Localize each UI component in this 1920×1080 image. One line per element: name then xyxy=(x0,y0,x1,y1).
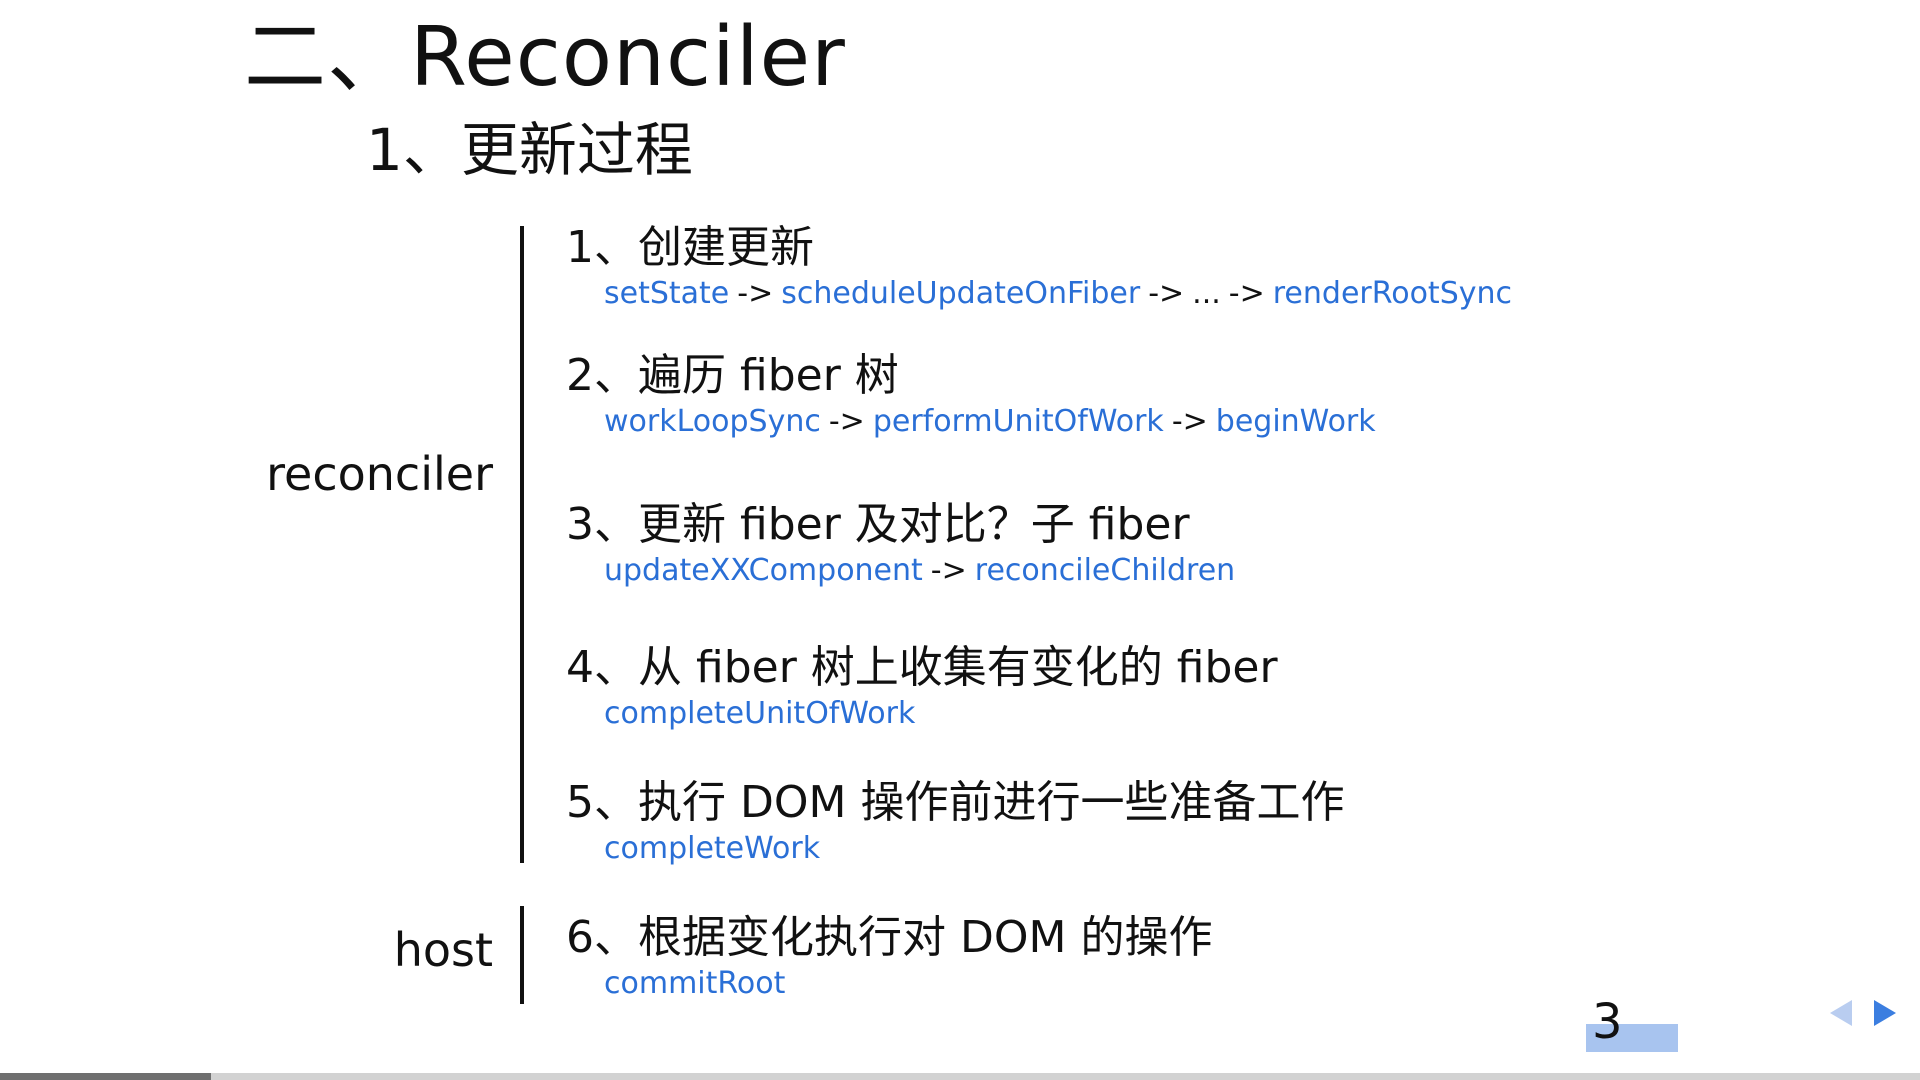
step-5: 5、执行 DOM 操作前进行一些准备工作 completeWork xyxy=(566,777,1344,867)
function-name: beginWork xyxy=(1215,404,1376,439)
function-name: scheduleUpdateOnFiber xyxy=(781,276,1141,311)
step-1: 1、创建更新 setState->scheduleUpdateOnFiber->… xyxy=(566,222,1512,312)
ellipsis: ... xyxy=(1192,276,1221,311)
arrow: -> xyxy=(1171,404,1208,439)
step-heading: 3、更新 fiber 及对比？子 fiber xyxy=(566,499,1190,550)
function-name: completeWork xyxy=(604,831,821,866)
function-name: renderRootSync xyxy=(1272,276,1513,311)
arrow: -> xyxy=(828,404,865,439)
slide-progress-bar xyxy=(0,1073,1920,1080)
function-name: commitRoot xyxy=(604,966,786,1001)
page-number: 3 xyxy=(1592,994,1623,1050)
step-heading: 5、执行 DOM 操作前进行一些准备工作 xyxy=(566,777,1345,828)
slide-subtitle: 1、更新过程 xyxy=(366,116,693,184)
step-heading: 6、根据变化执行对 DOM 的操作 xyxy=(566,912,1213,963)
step-heading: 2、遍历 fiber 树 xyxy=(566,350,899,401)
step-call-chain: completeUnitOfWork xyxy=(604,696,1278,732)
step-call-chain: completeWork xyxy=(604,831,1344,867)
triangle-left-icon[interactable] xyxy=(1830,1000,1852,1026)
arrow: -> xyxy=(1148,276,1185,311)
function-name: performUnitOfWork xyxy=(872,404,1164,439)
function-name: completeUnitOfWork xyxy=(604,696,916,731)
arrow: -> xyxy=(930,553,967,588)
step-4: 4、从 fiber 树上收集有变化的 fiber completeUnitOfW… xyxy=(566,642,1278,732)
step-call-chain: updateXXComponent->reconcileChildren xyxy=(604,553,1235,589)
step-3: 3、更新 fiber 及对比？子 fiber updateXXComponent… xyxy=(566,499,1235,589)
host-group-label: host xyxy=(393,923,493,977)
arrow: -> xyxy=(1228,276,1265,311)
reconciler-group-label: reconciler xyxy=(266,447,493,501)
step-2: 2、遍历 fiber 树 workLoopSync->performUnitOf… xyxy=(566,350,1376,440)
function-name: updateXXComponent xyxy=(604,553,923,588)
step-heading: 4、从 fiber 树上收集有变化的 fiber xyxy=(566,642,1278,693)
slide-progress-fill xyxy=(0,1073,212,1080)
function-name: workLoopSync xyxy=(604,404,821,439)
reconciler-group-bracket xyxy=(520,226,524,863)
step-call-chain: commitRoot xyxy=(604,966,1212,1002)
page-number-badge xyxy=(1586,1024,1678,1052)
function-name: reconcileChildren xyxy=(974,553,1236,588)
step-call-chain: workLoopSync->performUnitOfWork->beginWo… xyxy=(604,404,1376,440)
step-heading: 1、创建更新 xyxy=(566,222,814,273)
step-call-chain: setState->scheduleUpdateOnFiber->...->re… xyxy=(604,276,1512,312)
triangle-right-icon[interactable] xyxy=(1874,1000,1896,1026)
slide-title: 二、Reconciler xyxy=(244,10,846,105)
function-name: setState xyxy=(604,276,730,311)
step-6: 6、根据变化执行对 DOM 的操作 commitRoot xyxy=(566,912,1212,1002)
arrow: -> xyxy=(737,276,774,311)
host-group-bracket xyxy=(520,906,524,1004)
